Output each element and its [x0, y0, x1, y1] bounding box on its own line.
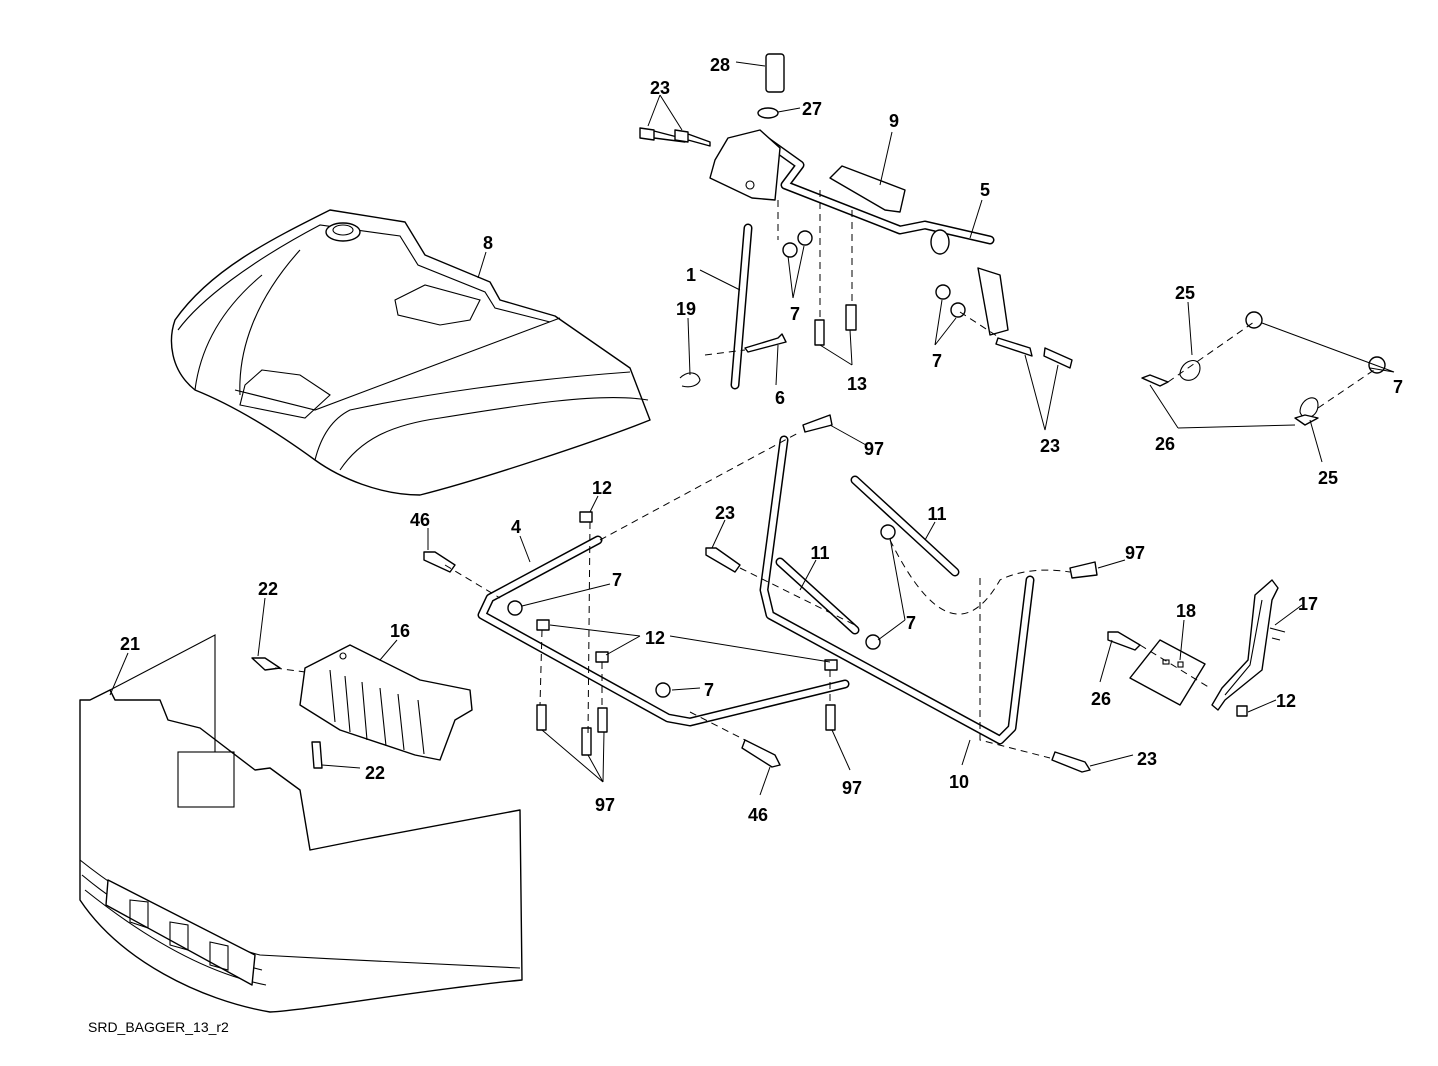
callout-7: 7	[704, 680, 714, 700]
callout-25: 25	[1318, 468, 1338, 488]
callout-9: 9	[889, 111, 899, 131]
assembly-lines	[274, 190, 1378, 759]
callout-22: 22	[258, 579, 278, 599]
callout-12: 12	[645, 628, 665, 648]
callout-7: 7	[790, 304, 800, 324]
callout-12: 12	[592, 478, 612, 498]
callout-7: 7	[906, 613, 916, 633]
callout-12: 12	[1276, 691, 1296, 711]
frame-tube-4	[477, 535, 850, 727]
leader-lines	[109, 61, 1395, 796]
bracket-17	[1211, 579, 1286, 711]
callout-7: 7	[1393, 377, 1403, 397]
callout-7: 7	[612, 570, 622, 590]
callout-97: 97	[595, 795, 615, 815]
callout-26: 26	[1091, 689, 1111, 709]
callout-97: 97	[1125, 543, 1145, 563]
callout-6: 6	[775, 388, 785, 408]
callout-46: 46	[410, 510, 430, 530]
tube-1	[730, 223, 753, 390]
sleeve-28	[765, 53, 785, 93]
collector-bag	[79, 634, 523, 1013]
callout-28: 28	[710, 55, 730, 75]
callout-8: 8	[483, 233, 493, 253]
callout-13: 13	[847, 374, 867, 394]
callout-22: 22	[365, 763, 385, 783]
callout-10: 10	[949, 772, 969, 792]
grip-9	[829, 165, 906, 213]
pivot-bracket	[709, 129, 781, 201]
callout-7: 7	[932, 351, 942, 371]
callout-46: 46	[748, 805, 768, 825]
callout-18: 18	[1176, 601, 1196, 621]
callout-1: 1	[686, 265, 696, 285]
callout-21: 21	[120, 634, 140, 654]
callout-16: 16	[390, 621, 410, 641]
callout-5: 5	[980, 180, 990, 200]
callout-23: 23	[715, 503, 735, 523]
callout-26: 26	[1155, 434, 1175, 454]
callout-19: 19	[676, 299, 696, 319]
frame-tube-10	[759, 435, 1035, 745]
fasteners	[251, 127, 1386, 773]
callout-11: 11	[810, 543, 829, 563]
link-rods-11	[775, 475, 960, 635]
callout-25: 25	[1175, 283, 1195, 303]
callout-17: 17	[1298, 594, 1318, 614]
hood-cover	[170, 209, 651, 496]
callout-27: 27	[802, 99, 822, 119]
plate-18	[1129, 639, 1206, 706]
callout-97: 97	[842, 778, 862, 798]
side-bracket	[977, 267, 1009, 336]
washer-27	[757, 107, 779, 119]
callout-23: 23	[650, 78, 670, 98]
callout-97: 97	[864, 439, 884, 459]
callout-23: 23	[1040, 436, 1060, 456]
callout-11: 11	[927, 504, 946, 524]
deflector-shield	[299, 644, 473, 761]
drawing-reference: SRD_BAGGER_13_r2	[88, 1019, 229, 1035]
callout-4: 4	[511, 517, 521, 537]
callout-23: 23	[1137, 749, 1157, 769]
handle-tube-5	[760, 135, 995, 255]
